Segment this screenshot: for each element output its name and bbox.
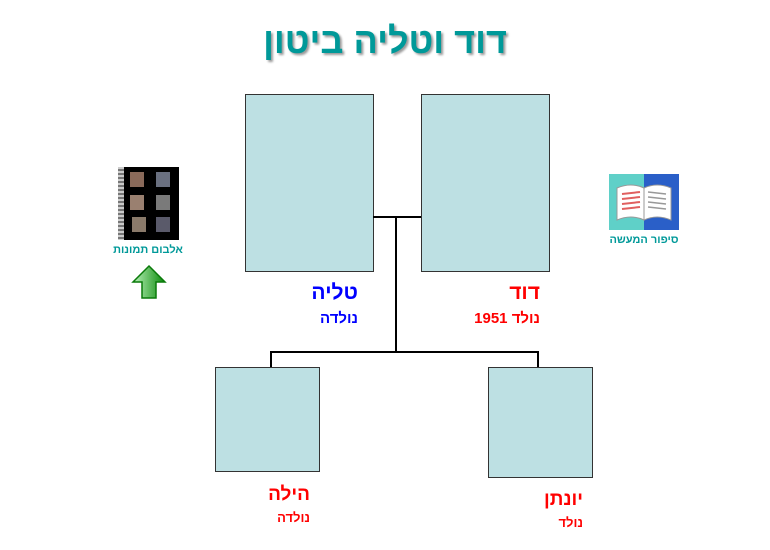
yonatan-photo[interactable] (488, 367, 593, 478)
descent-line (395, 216, 397, 353)
talia-name[interactable]: טליה (311, 281, 358, 304)
page-title: דוד וטליה ביטון (263, 20, 507, 61)
david-born: נולד 1951 (474, 310, 540, 327)
album-link[interactable]: אלבום תמונות (113, 244, 183, 256)
open-book-icon[interactable] (609, 174, 679, 230)
yonatan-name[interactable]: יונתן (543, 489, 583, 510)
yonatan-born: נולד (558, 515, 583, 530)
hila-photo[interactable] (215, 367, 320, 472)
david-photo[interactable] (421, 94, 550, 272)
hila-name[interactable]: הילה (268, 484, 310, 505)
photo-album-icon[interactable] (118, 167, 179, 240)
green-up-arrow-icon[interactable] (131, 264, 167, 300)
hila-drop-line (270, 351, 272, 367)
talia-photo[interactable] (245, 94, 374, 272)
children-line (270, 351, 539, 353)
david-name[interactable]: דוד (509, 281, 540, 304)
story-link[interactable]: סיפור המעשה (609, 234, 679, 246)
marriage-line (373, 216, 421, 218)
yonatan-drop-line (537, 351, 539, 367)
hila-born: נולדה (277, 510, 310, 525)
talia-born: נולדה (320, 310, 358, 327)
